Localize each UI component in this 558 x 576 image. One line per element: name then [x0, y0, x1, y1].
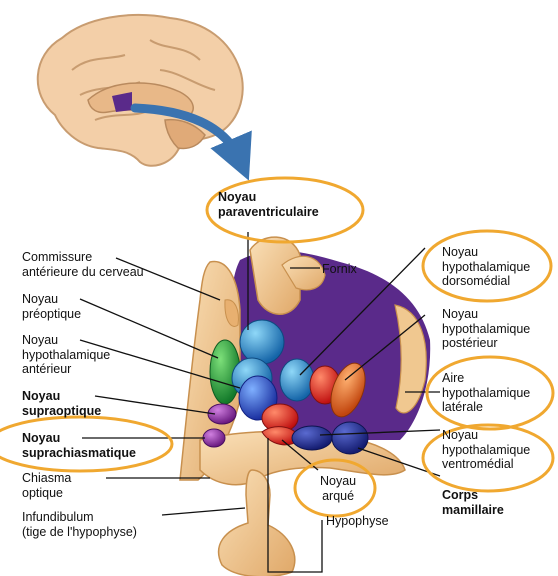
label-noyau-hypothalamique-ventromedial: Noyau hypothalamique ventromédial	[442, 428, 530, 472]
label-chiasma-optique: Chiasma optique	[22, 471, 71, 500]
label-fornix: Fornix	[322, 262, 357, 277]
label-commissure-anterieure: Commissure antérieure du cerveau	[22, 250, 144, 279]
label-noyau-paraventriculaire: Noyau paraventriculaire	[218, 190, 319, 219]
label-corps-mamillaire: Corps mamillaire	[442, 488, 504, 517]
label-hypophyse: Hypophyse	[326, 514, 389, 529]
label-noyau-arque: Noyau arqué	[320, 474, 356, 503]
label-aire-hypothalamique-laterale: Aire hypothalamique latérale	[442, 371, 530, 415]
label-noyau-hypothalamique-anterieur: Noyau hypothalamique antérieur	[22, 333, 110, 377]
label-noyau-preoptique: Noyau préoptique	[22, 292, 81, 321]
hypothalamus-section	[180, 237, 430, 576]
label-noyau-suprachiasmatique: Noyau suprachiasmatique	[22, 431, 136, 460]
label-noyau-hypothalamique-dorsomedial: Noyau hypothalamique dorsomédial	[442, 245, 530, 289]
brain-illustration	[38, 15, 243, 166]
label-infundibulum: Infundibulum (tige de l'hypophyse)	[22, 510, 137, 539]
label-noyau-hypothalamique-posterieur: Noyau hypothalamique postérieur	[442, 307, 530, 351]
label-noyau-supraoptique: Noyau supraoptique	[22, 389, 101, 418]
